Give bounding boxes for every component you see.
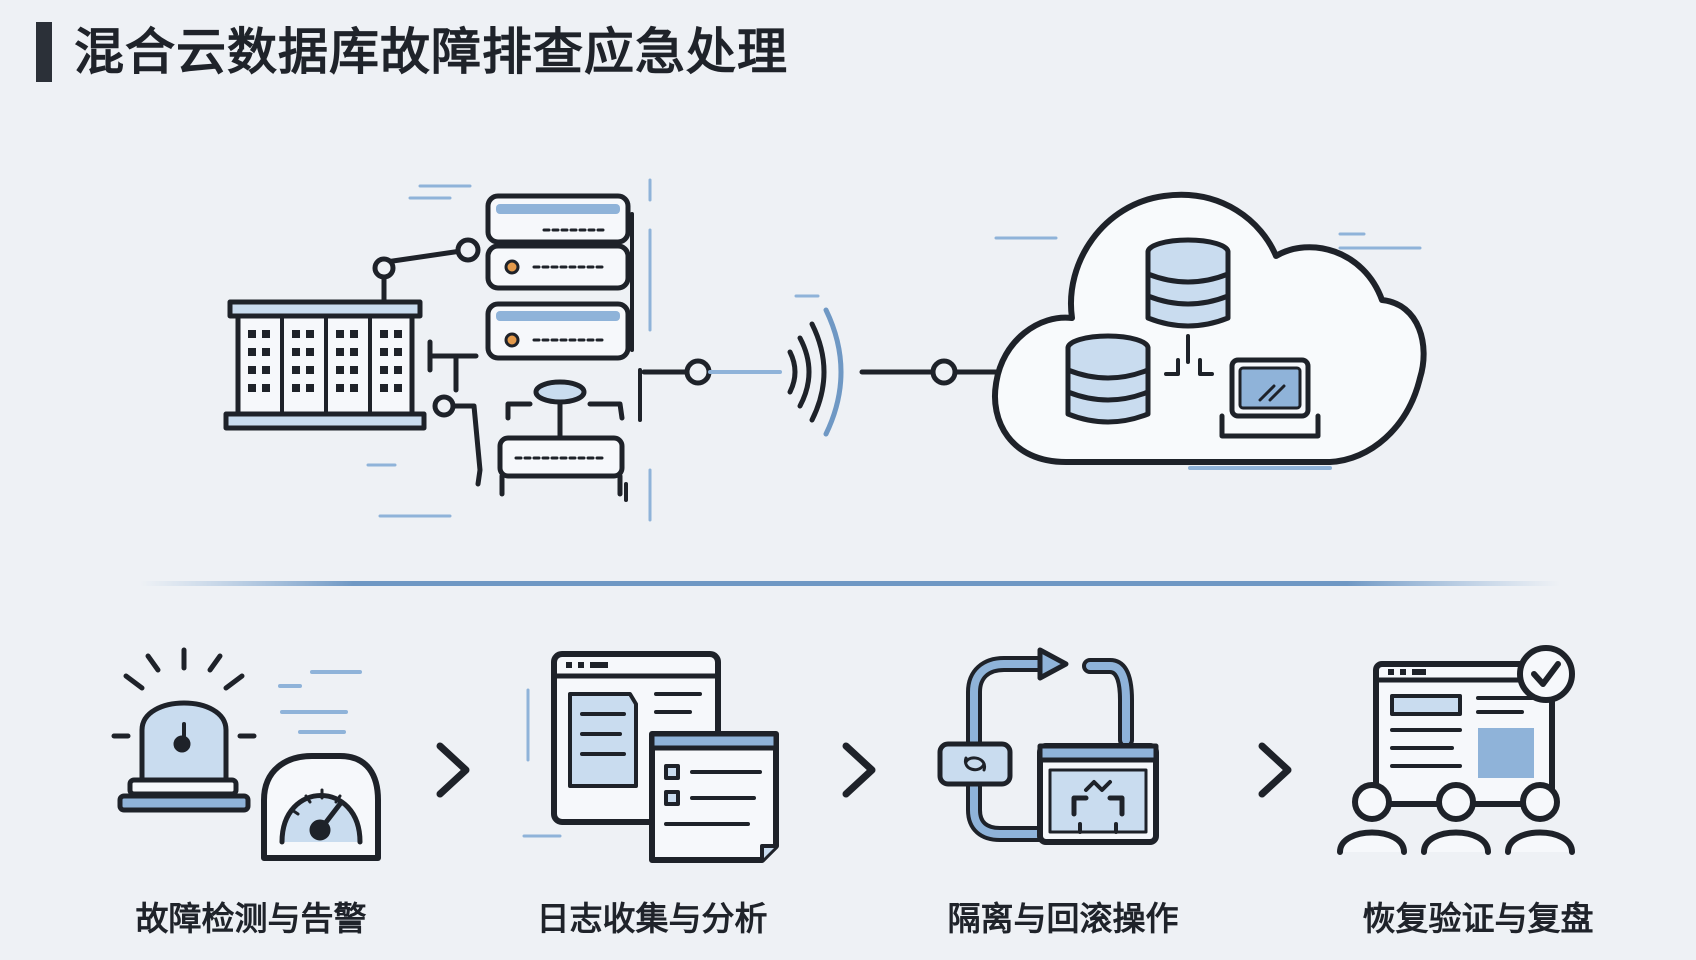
isolation-rollback-icon: [937, 647, 1159, 845]
step-label-verification: 恢复验证与复盘: [1362, 899, 1594, 938]
step-label-detection: 故障检测与告警: [135, 899, 367, 938]
step-label-isolation: 隔离与回滚操作: [947, 899, 1179, 938]
section-divider: [140, 581, 1560, 586]
on-premise-datacenter-icon: [223, 178, 652, 522]
flow-arrow-2: [842, 742, 876, 798]
page-title: 混合云数据库故障排查应急处理: [74, 23, 788, 81]
flow-arrow-1: [436, 742, 470, 798]
title-accent-bar: [36, 22, 52, 82]
alarm-gauge-icon: [111, 647, 381, 861]
verification-review-icon: [1337, 645, 1575, 855]
step-label-log-analysis: 日志收集与分析: [536, 899, 768, 938]
log-documents-icon: [522, 651, 779, 863]
flow-arrow-3: [1258, 742, 1292, 798]
cloud-database-icon: [992, 191, 1427, 470]
wireless-link-icon: [641, 236, 1058, 437]
